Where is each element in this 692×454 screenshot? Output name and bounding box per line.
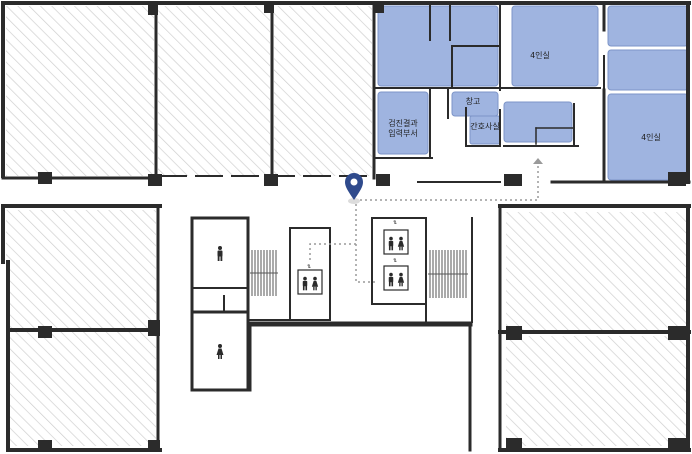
elevator-icon: ⇅ — [297, 264, 323, 295]
location-pin-icon — [345, 173, 363, 204]
room-label-storage: 창고 — [466, 97, 481, 106]
room-label-nurse-station: 간호사실 — [470, 121, 499, 131]
room-label-checkup-line1: 검진결과 — [388, 118, 418, 128]
stairs-left — [250, 250, 278, 296]
room-label-4bed-right: 4인실 — [641, 132, 661, 142]
route-arrow-icon — [533, 158, 543, 164]
room-label-4bed-top: 4인실 — [530, 50, 550, 60]
hatched-areas — [6, 6, 686, 446]
svg-text:⇅: ⇅ — [307, 264, 311, 270]
stairs-right — [428, 250, 468, 298]
route-path — [309, 166, 539, 283]
male-toilet-icon — [217, 246, 223, 261]
female-toilet-icon — [216, 344, 224, 359]
room-label-checkup-line2: 입력부서 — [388, 128, 417, 138]
patient-rooms — [377, 5, 689, 181]
elevator-icon: ⇅ — [383, 220, 409, 255]
columns — [38, 3, 686, 450]
elevator-icon: ⇅ — [383, 258, 409, 291]
svg-text:⇅: ⇅ — [393, 258, 397, 264]
svg-text:⇅: ⇅ — [393, 220, 397, 226]
